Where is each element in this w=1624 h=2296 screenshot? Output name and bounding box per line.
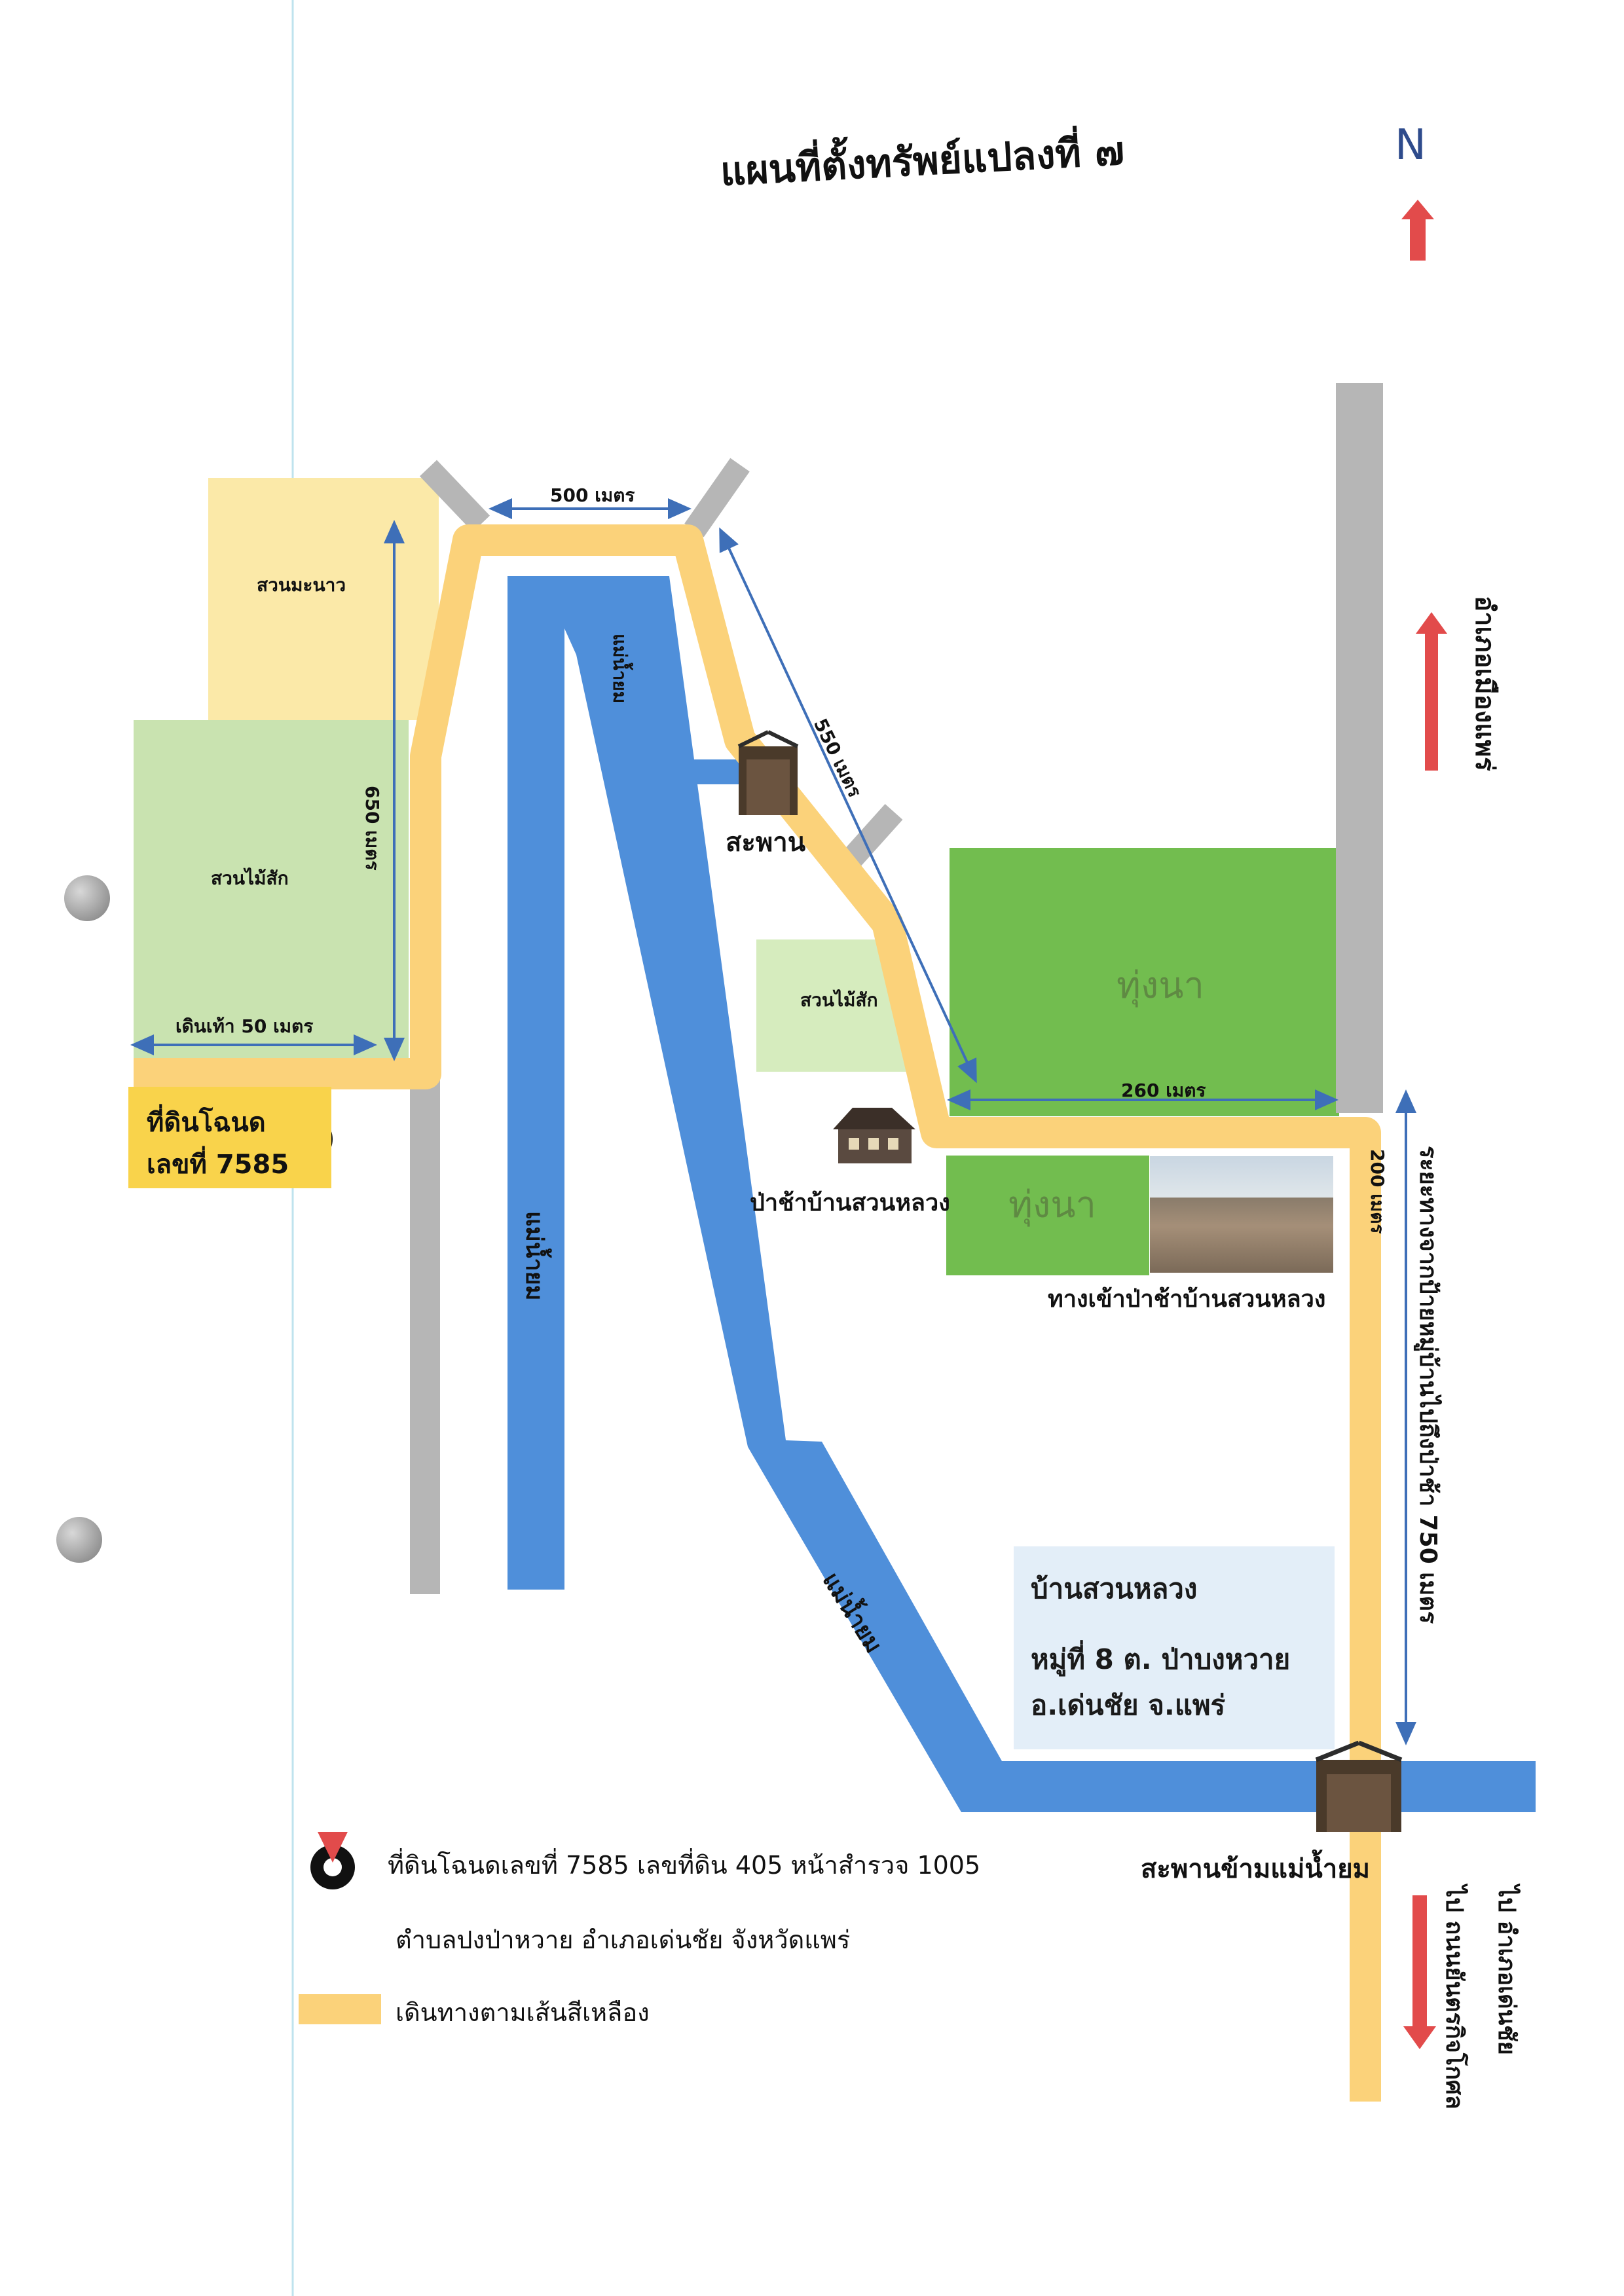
road-stub-1 [419, 460, 490, 532]
rice-field-big-label: ทุ่งนา [1116, 964, 1204, 1007]
arrow-down-den-chai-icon [1403, 1895, 1436, 2049]
walk-50-label: เดินเท้า 50 เมตร [175, 1015, 314, 1037]
north-arrow-icon [1401, 200, 1434, 261]
measure-550 [719, 527, 977, 1084]
arrow-up-mueang-phrae-icon [1416, 612, 1447, 771]
parcel-box: ที่ดินโฉนด เลขที่ 7585 [128, 1087, 331, 1188]
distance-200-label: 200 เมตร [1367, 1149, 1388, 1234]
village-name: บ้านสวนหลวง [1031, 1573, 1198, 1605]
binder-hole-2 [56, 1517, 102, 1563]
distance-260-label: 260 เมตร [1121, 1080, 1206, 1101]
bridge-river-icon [1315, 1740, 1403, 1832]
river-right-segment [1385, 1761, 1536, 1812]
village-district: อ.เด่นชัย จ.แพร่ [1031, 1689, 1226, 1721]
rice-field-small-area [946, 1156, 1149, 1275]
parcel-line-2: เลขที่ 7585 [147, 1150, 289, 1180]
legend-pin-line-1: ที่ดินโฉนดเลขที่ 7585 เลขที่ดิน 405 หน้า… [388, 1851, 981, 1880]
north-label: N [1395, 121, 1426, 170]
lemon-orchard-label: สวนมะนาว [257, 574, 346, 596]
legend-route-label: เดินทางตามเส้นสีเหลือง [396, 1998, 650, 2027]
distance-500-label: 500 เมตร [550, 484, 635, 506]
bridge-label: สะพาน [726, 828, 806, 858]
legend-pin-icon [310, 1832, 355, 1889]
bridge-icon [737, 730, 799, 815]
forest-office-label: ป่าช้าบ้านสวนหลวง [750, 1190, 950, 1216]
rice-field-small-label: ทุ่งนา [1008, 1184, 1096, 1226]
mae-nam-yom-river [507, 576, 1316, 1812]
binder-hole-1 [64, 875, 110, 921]
legend-pin-line-2: ตำบลปงป่าหวาย อำเภอเด่นชัย จังหวัดแพร่ [396, 1925, 851, 1954]
teak-orchard-left-area [134, 720, 409, 1061]
yellow-route [134, 524, 1381, 2102]
village-info-box: บ้านสวนหลวง หมู่ที่ 8 ต. ป่าบงหวาย อ.เด่… [1014, 1546, 1335, 1749]
house-icon [833, 1108, 915, 1163]
photo-caption: ทางเข้าป่าช้าบ้านสวนหลวง [1048, 1286, 1326, 1313]
distance-650-label: 650 เมตร [361, 786, 383, 871]
bridge-river-label: สะพานข้ามแม่น้ำยม [1141, 1854, 1370, 1884]
rice-field-big-area [950, 848, 1339, 1116]
teak-orchard-left-label: สวนไม้สัก [211, 867, 289, 889]
river-label-left: แม่น้ำยม [521, 1211, 547, 1301]
entrance-photo [1150, 1156, 1333, 1273]
river-label-top: แม่น้ำยม [609, 634, 631, 704]
village-moo: หมู่ที่ 8 ต. ป่าบงหวาย [1031, 1643, 1291, 1675]
road-stub-2 [684, 458, 750, 538]
side-road-left [410, 1061, 440, 1594]
to-mae-kan-label: ไป ถนนยันตรกิจโกศล [1441, 1886, 1467, 2109]
distance-750-note: ระยะทางจากป้ายหมู่บ้านไปถึงป่าช้า 750 เม… [1414, 1146, 1441, 1624]
parcel-line-1: ที่ดินโฉนด [147, 1108, 266, 1138]
legend-route-swatch [299, 1994, 381, 2024]
main-road [1336, 383, 1383, 1113]
teak-orchard-right-label: สวนไม้สัก [800, 989, 878, 1011]
to-mueang-phrae-label: อำเภอเมืองแพร่ [1469, 596, 1500, 771]
to-den-chai-label: ไป อำเภอเด่นชัย [1493, 1886, 1520, 2055]
